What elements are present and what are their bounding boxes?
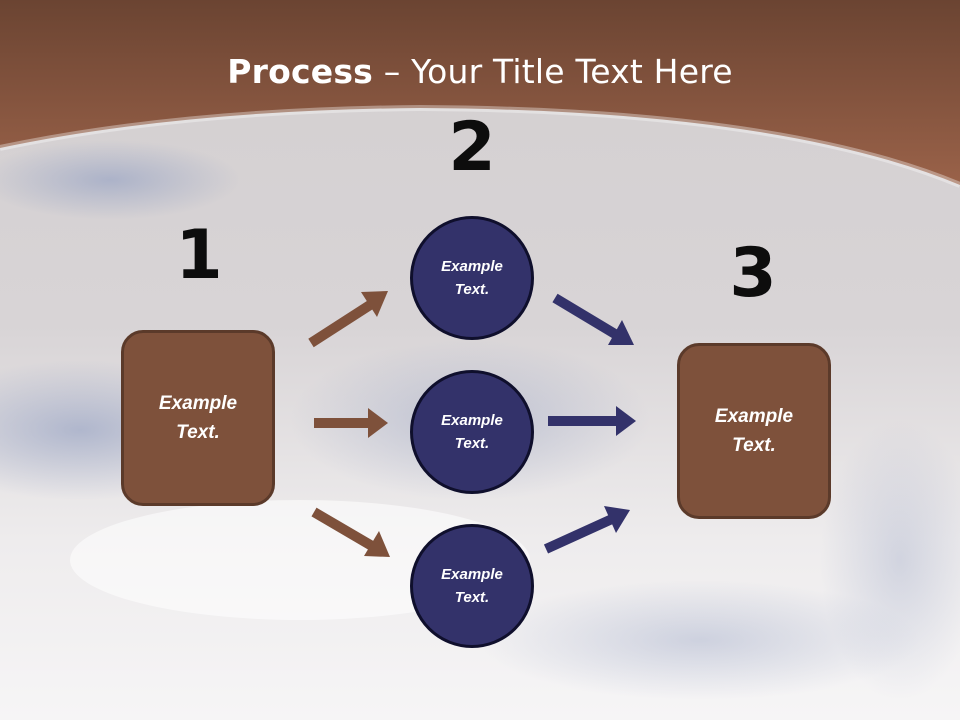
step-2-circle-top: Example Text. [410,216,534,340]
step-3-box: Example Text. [677,343,831,519]
title-bold: Process [227,52,374,91]
step-2-circle-bottom: Example Text. [410,524,534,648]
arrow-to-top-circle [308,291,388,348]
step-2-circle-bottom-text: Example Text. [441,566,503,606]
step-1-number: 1 [175,216,223,295]
arrow-from-bottom-circle [543,506,630,554]
step-1-text: Example Text. [158,393,238,443]
step-2-number: 2 [448,108,496,187]
arrow-from-top-circle [552,293,634,345]
step-3-number: 3 [729,234,777,313]
step-1-box: Example Text. [121,330,275,506]
step-2-circle-middle: Example Text. [410,370,534,494]
title-rest: – Your Title Text Here [373,52,733,91]
arrow-to-bottom-circle [311,507,390,557]
step-3-text: Example Text. [714,406,794,456]
step-2-circle-middle-text: Example Text. [441,412,503,452]
arrow-from-middle-circle [548,406,636,436]
arrow-to-middle-circle [314,408,388,438]
slide-title: Process – Your Title Text Here [0,52,960,91]
step-2-circle-top-text: Example Text. [441,258,503,298]
